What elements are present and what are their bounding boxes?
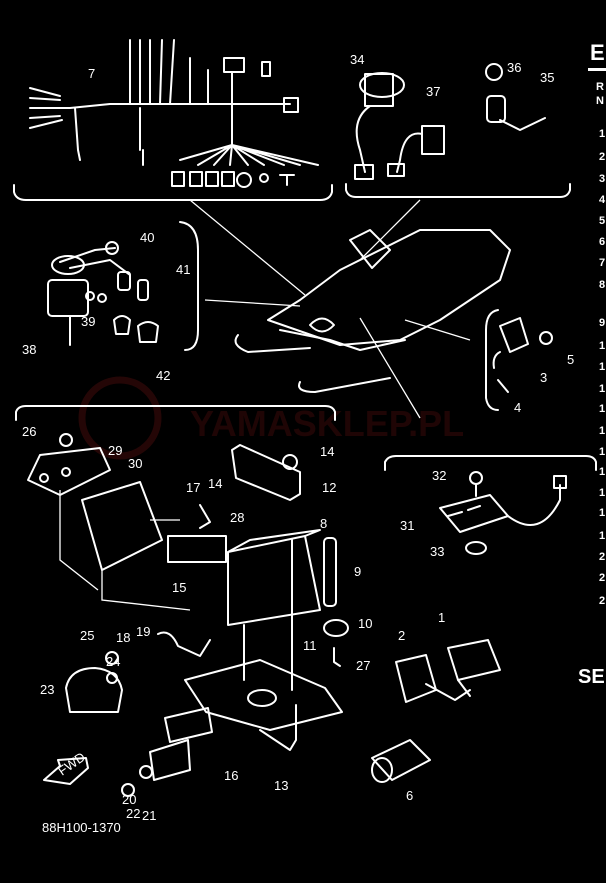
callout-29: 29 bbox=[108, 443, 122, 458]
snowmobile-outline bbox=[234, 229, 511, 393]
row-number: 1 bbox=[599, 446, 605, 458]
watermark-text: YAMASKLEP.PL bbox=[190, 403, 464, 444]
callout-15: 15 bbox=[172, 580, 186, 595]
row-number: 2 bbox=[599, 151, 605, 163]
group-leader-lines bbox=[189, 199, 471, 419]
callout-26: 26 bbox=[22, 424, 36, 439]
row-number: 5 bbox=[599, 215, 605, 227]
row-number: 1 bbox=[599, 340, 605, 352]
row-number: 1 bbox=[599, 383, 605, 395]
row-number: 1 bbox=[599, 403, 605, 415]
fwd-label: FWD bbox=[55, 749, 88, 778]
callout-6: 6 bbox=[406, 788, 413, 803]
column-letter: N bbox=[596, 95, 604, 107]
callout-42: 42 bbox=[156, 368, 170, 383]
callout-20: 20 bbox=[122, 792, 136, 807]
callout-31: 31 bbox=[400, 518, 414, 533]
callout-43: 43 bbox=[0, 0, 14, 3]
callout-22: 22 bbox=[126, 806, 140, 821]
row-number: 2 bbox=[599, 551, 605, 563]
starter-relay-group bbox=[47, 221, 199, 351]
callout-40: 40 bbox=[140, 230, 154, 245]
row-number: 1 bbox=[599, 425, 605, 437]
callout-36: 36 bbox=[507, 60, 521, 75]
wire-harness bbox=[29, 39, 319, 188]
callout-9: 9 bbox=[354, 564, 361, 579]
row-number: 4 bbox=[599, 194, 606, 206]
callout-33: 33 bbox=[430, 544, 444, 559]
callout-3: 3 bbox=[540, 370, 547, 385]
callout-7: 7 bbox=[88, 66, 95, 81]
callout-23: 23 bbox=[40, 682, 54, 697]
callout-38: 38 bbox=[22, 342, 36, 357]
fwd-arrow: FWD bbox=[43, 749, 89, 785]
callout-24: 24 bbox=[106, 654, 120, 669]
callout-16: 16 bbox=[224, 768, 238, 783]
callout-25: 25 bbox=[80, 628, 94, 643]
callout-1: 1 bbox=[438, 610, 445, 625]
fuse-bracket bbox=[384, 455, 597, 471]
callout-14: 14 bbox=[320, 444, 334, 459]
callout-32: 32 bbox=[432, 468, 446, 483]
callout-34: 34 bbox=[350, 52, 364, 67]
callout-2: 2 bbox=[398, 628, 405, 643]
callout-21: 21 bbox=[142, 808, 156, 823]
row-number: 2 bbox=[599, 595, 605, 607]
callout-17: 17 bbox=[186, 480, 200, 495]
fuse-block-group bbox=[439, 471, 567, 555]
callout-4: 4 bbox=[514, 400, 521, 415]
row-number: 6 bbox=[599, 236, 605, 248]
row-number: 1 bbox=[599, 507, 605, 519]
right-edge-text: E RN 1 2 3 4 5 6 7 8 9 1 1 1 1 1 1 1 1 1 1 2 2 2 SE bbox=[578, 40, 606, 688]
main-switch-group bbox=[354, 72, 445, 180]
header-letter: E bbox=[590, 40, 605, 65]
regulator-group bbox=[485, 309, 553, 411]
row-number: 1 bbox=[599, 487, 605, 499]
rectifier-group bbox=[371, 639, 501, 783]
callout-5: 5 bbox=[567, 352, 574, 367]
callout-18: 18 bbox=[116, 630, 130, 645]
row-number: 2 bbox=[599, 572, 605, 584]
callout-27: 27 bbox=[356, 658, 370, 673]
row-number: 1 bbox=[599, 361, 605, 373]
column-letter: R bbox=[596, 81, 604, 93]
callout-35: 35 bbox=[540, 70, 554, 85]
callout-14: 14 bbox=[208, 476, 222, 491]
callout-11: 11 bbox=[303, 638, 317, 653]
battery-group bbox=[27, 433, 349, 797]
switch-bracket bbox=[345, 183, 571, 198]
bulb-group bbox=[485, 63, 546, 131]
callout-39: 39 bbox=[81, 314, 95, 329]
row-number: 1 bbox=[599, 466, 605, 478]
battery-bracket bbox=[15, 405, 336, 421]
footer-text: SE bbox=[578, 666, 605, 688]
callout-30: 30 bbox=[128, 456, 142, 471]
callout-37: 37 bbox=[426, 84, 440, 99]
callout-10: 10 bbox=[358, 616, 372, 631]
row-number: 1 bbox=[599, 530, 605, 542]
callout-28: 28 bbox=[230, 510, 244, 525]
row-number: 9 bbox=[599, 317, 605, 329]
callout-41: 41 bbox=[176, 262, 190, 277]
callout-12: 12 bbox=[322, 480, 336, 495]
callout-13: 13 bbox=[274, 778, 288, 793]
row-number: 7 bbox=[599, 257, 605, 269]
harness-bracket bbox=[13, 184, 333, 201]
row-number: 1 bbox=[599, 128, 605, 140]
drawing-code: 88H100-1370 bbox=[42, 820, 121, 835]
header-rule bbox=[588, 68, 606, 71]
watermark: YAMASKLEP.PL bbox=[78, 376, 464, 460]
row-number: 8 bbox=[599, 279, 605, 291]
callout-19: 19 bbox=[136, 624, 150, 639]
row-number: 3 bbox=[599, 173, 605, 185]
callout-8: 8 bbox=[320, 516, 327, 531]
